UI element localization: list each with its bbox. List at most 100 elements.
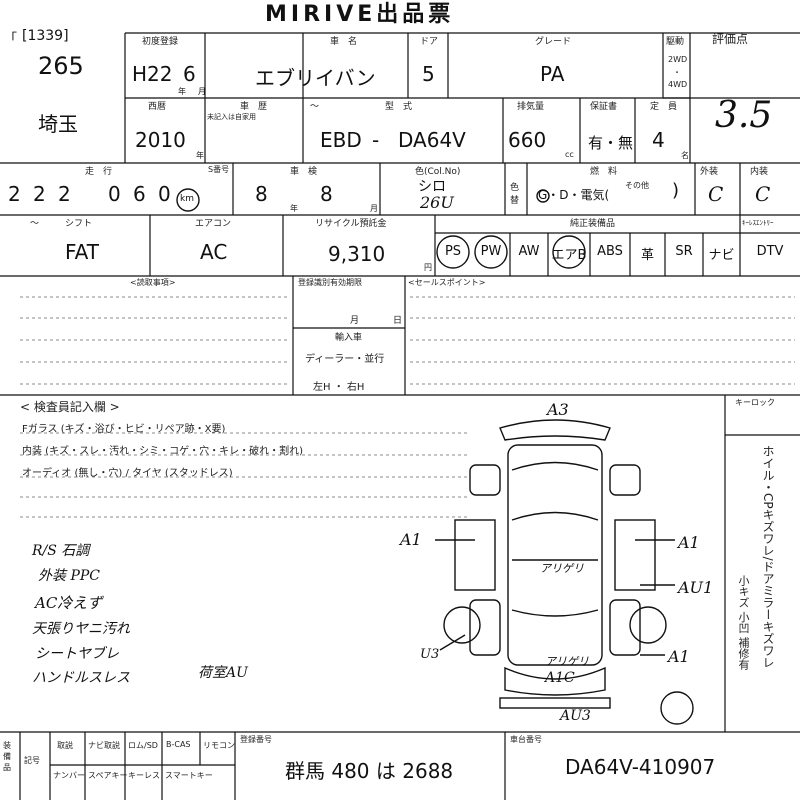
prefecture: 埼玉 bbox=[38, 112, 78, 136]
equipment-item: DTV bbox=[756, 244, 784, 259]
bracket-mark: 「 bbox=[4, 32, 18, 47]
person-unit: 名 bbox=[681, 151, 689, 160]
mileage-digit: 2 bbox=[33, 182, 46, 206]
shift-label-tilde: 〜 bbox=[30, 219, 40, 229]
note-line: R/S 石調 bbox=[32, 543, 90, 559]
drive-dot: ・ bbox=[673, 68, 681, 77]
shaken-month: 8 bbox=[320, 182, 333, 206]
seireki: 2010 bbox=[135, 128, 186, 152]
plate-label: 登録番号 bbox=[240, 735, 272, 744]
note-line: シートヤブレ bbox=[35, 646, 119, 662]
bottom-col: ロム/SD bbox=[128, 741, 158, 750]
fuel-label: 燃 料 bbox=[590, 167, 618, 177]
bottom-col2: スマートキー bbox=[165, 771, 213, 780]
bottom-col2: キーレス bbox=[128, 771, 160, 780]
key-remote-label: ｷｰﾚｽｴﾝﾄﾘｰ bbox=[742, 219, 774, 227]
mileage-label: 走 行 bbox=[85, 167, 113, 177]
model-dash: - bbox=[372, 128, 380, 152]
equipment-item: ナビ bbox=[708, 248, 735, 263]
recycle-label: リサイクル預託金 bbox=[315, 219, 387, 229]
bottom-col: B-CAS bbox=[166, 740, 191, 749]
chassis-number: DA64V-410907 bbox=[565, 755, 716, 779]
bottom-col2: ナンバー bbox=[53, 771, 85, 780]
cc-unit: cc bbox=[565, 150, 574, 159]
mark-center-2: アリゲリ bbox=[545, 655, 589, 668]
mark-left: A1 bbox=[400, 530, 422, 549]
equipment-item: エアB bbox=[551, 248, 587, 263]
color-name: シロ bbox=[418, 179, 446, 195]
mark-bottom: AU3 bbox=[560, 708, 591, 724]
symbol-label: 記号 bbox=[24, 756, 40, 765]
color-label: 色(Col.No) bbox=[415, 167, 461, 177]
mark-right-2: AU1 bbox=[678, 578, 714, 597]
shaken-note: 未記入は自家用 bbox=[207, 113, 256, 121]
inspector-label: < 検査員記入欄 > bbox=[20, 400, 120, 414]
drive-4wd: 4WD bbox=[668, 80, 688, 89]
model-code: DA64V bbox=[398, 128, 466, 152]
equipment-item: SR bbox=[675, 244, 693, 259]
note-line: AC冷えず bbox=[35, 594, 103, 612]
keylock-label: キーロック bbox=[735, 398, 775, 407]
lot-ref: [1339] bbox=[22, 28, 69, 44]
bottom-col: 取説 bbox=[57, 741, 73, 750]
shaken-label: 車 歴 bbox=[240, 102, 268, 112]
reg-deadline-label: 登録識別有効期限 bbox=[298, 278, 362, 287]
sheet-title: MIRIVE出品票 bbox=[265, 2, 455, 27]
mileage-digit: 6 bbox=[133, 182, 146, 206]
shaken-year: 8 bbox=[255, 182, 268, 206]
equipment-item: ABS bbox=[597, 244, 623, 259]
mark-center-1: アリゲリ bbox=[540, 562, 584, 575]
dealer-label: ディーラー・並行 bbox=[305, 354, 385, 365]
door-count: 5 bbox=[422, 62, 435, 86]
bottom-col2: スペアキー bbox=[88, 771, 128, 780]
exterior-label: 外装 bbox=[700, 167, 719, 177]
equipment-item: AW bbox=[518, 244, 540, 259]
tilde-mark: 〜 bbox=[310, 102, 320, 112]
door-label: ドア bbox=[420, 37, 439, 47]
month-unit: 月 bbox=[198, 87, 206, 96]
bottom-col: ナビ取説 bbox=[88, 741, 120, 750]
equipment-item: PS bbox=[444, 244, 462, 259]
shaken-exp-label: 車 検 bbox=[290, 167, 318, 177]
reg-month-label: 月 bbox=[350, 316, 360, 326]
seireki-unit: 年 bbox=[196, 151, 204, 160]
first-reg-label: 初度登録 bbox=[142, 37, 179, 47]
interior-label: 内装 bbox=[750, 167, 769, 177]
displacement-label: 排気量 bbox=[517, 102, 545, 112]
first-reg-era: H22 bbox=[132, 62, 173, 86]
audio-line: オーディオ (無し・穴) / タイヤ (スタッドレス) bbox=[22, 468, 233, 479]
handle-label: 左H ・ 右H bbox=[313, 382, 365, 393]
bottom-col: リモコン bbox=[203, 741, 235, 750]
model-prefix: EBD bbox=[320, 128, 362, 152]
fuel-close: ) bbox=[672, 180, 680, 201]
mileage-digit: 0 bbox=[158, 182, 171, 206]
interior-grade: C bbox=[755, 182, 771, 206]
first-reg-month: 6 bbox=[183, 62, 196, 86]
interior-line: 内装 (キズ・スレ・汚れ・シミ・コゲ・穴・キレ・破れ・割れ) bbox=[22, 446, 303, 457]
aircon-label: エアコン bbox=[195, 219, 232, 229]
mileage-digit: 0 bbox=[108, 182, 121, 206]
color-no: 26U bbox=[420, 193, 454, 212]
year-unit: 年 bbox=[178, 87, 186, 96]
plate-number: 群馬 480 は 2688 bbox=[285, 759, 454, 783]
color-side-label: 色替 bbox=[510, 183, 520, 206]
shift: FAT bbox=[65, 240, 100, 264]
lot-number: 265 bbox=[38, 52, 84, 80]
car-name-label: 車 名 bbox=[330, 37, 358, 47]
equip-side-label: 装備品 bbox=[3, 741, 11, 772]
reg-day-label: 日 bbox=[393, 316, 403, 326]
remarks-label: <読取事項> bbox=[130, 278, 176, 287]
fuel-value: G・D・電気( bbox=[538, 188, 610, 202]
mark-lower-left: U3 bbox=[420, 647, 440, 662]
note-line: 天張りヤニ汚れ bbox=[32, 621, 130, 637]
yen-unit: 円 bbox=[424, 263, 432, 272]
shift-label: シフト bbox=[65, 219, 93, 229]
drive-2wd: 2WD bbox=[668, 55, 688, 64]
warranty-label: 保証書 bbox=[590, 102, 618, 112]
displacement: 660 bbox=[508, 128, 547, 152]
warranty-value: 有・無 bbox=[588, 134, 634, 152]
right-sub-label: 小キズ 小凹 補修有 bbox=[737, 575, 750, 670]
equipment-item: 革 bbox=[640, 248, 654, 263]
